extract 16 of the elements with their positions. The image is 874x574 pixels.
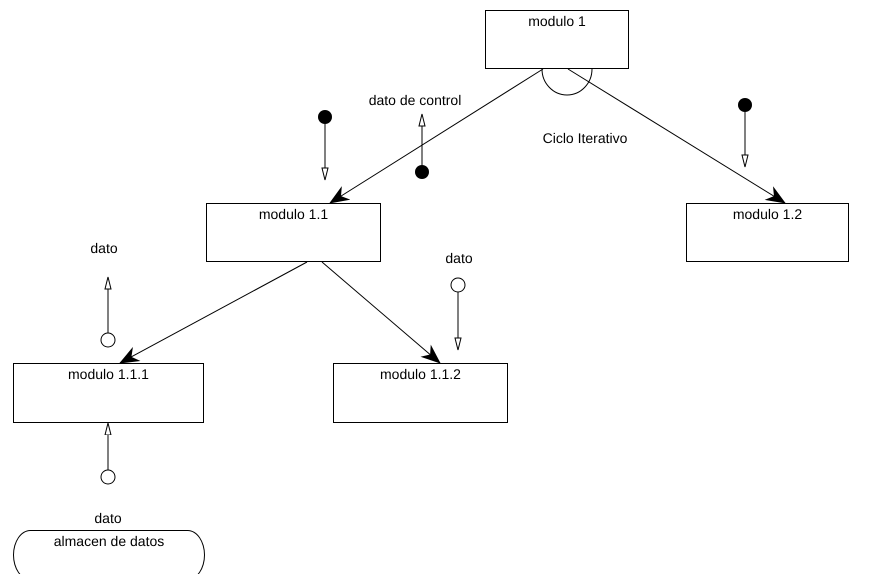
module-box: modulo 1.1 bbox=[206, 203, 381, 262]
module-box: modulo 1 bbox=[485, 10, 629, 69]
call-arrow bbox=[322, 262, 441, 364]
call-arrow bbox=[329, 68, 544, 204]
loop-label: Ciclo Iterativo bbox=[542, 131, 628, 145]
module-box: modulo 1.2 bbox=[686, 203, 849, 262]
call-arrow bbox=[119, 262, 308, 364]
module-box: modulo 1.1.1 bbox=[13, 363, 204, 423]
data-store: almacen de datos bbox=[13, 530, 205, 574]
call-arrow bbox=[568, 68, 786, 204]
text-label: dato bbox=[90, 241, 118, 255]
text-label: dato bbox=[445, 251, 473, 265]
data-couple-arrow bbox=[100, 422, 116, 484]
edge-label: dato bbox=[94, 511, 122, 525]
text-label: dato de control bbox=[368, 93, 462, 107]
module-box: modulo 1.1.2 bbox=[333, 363, 508, 423]
